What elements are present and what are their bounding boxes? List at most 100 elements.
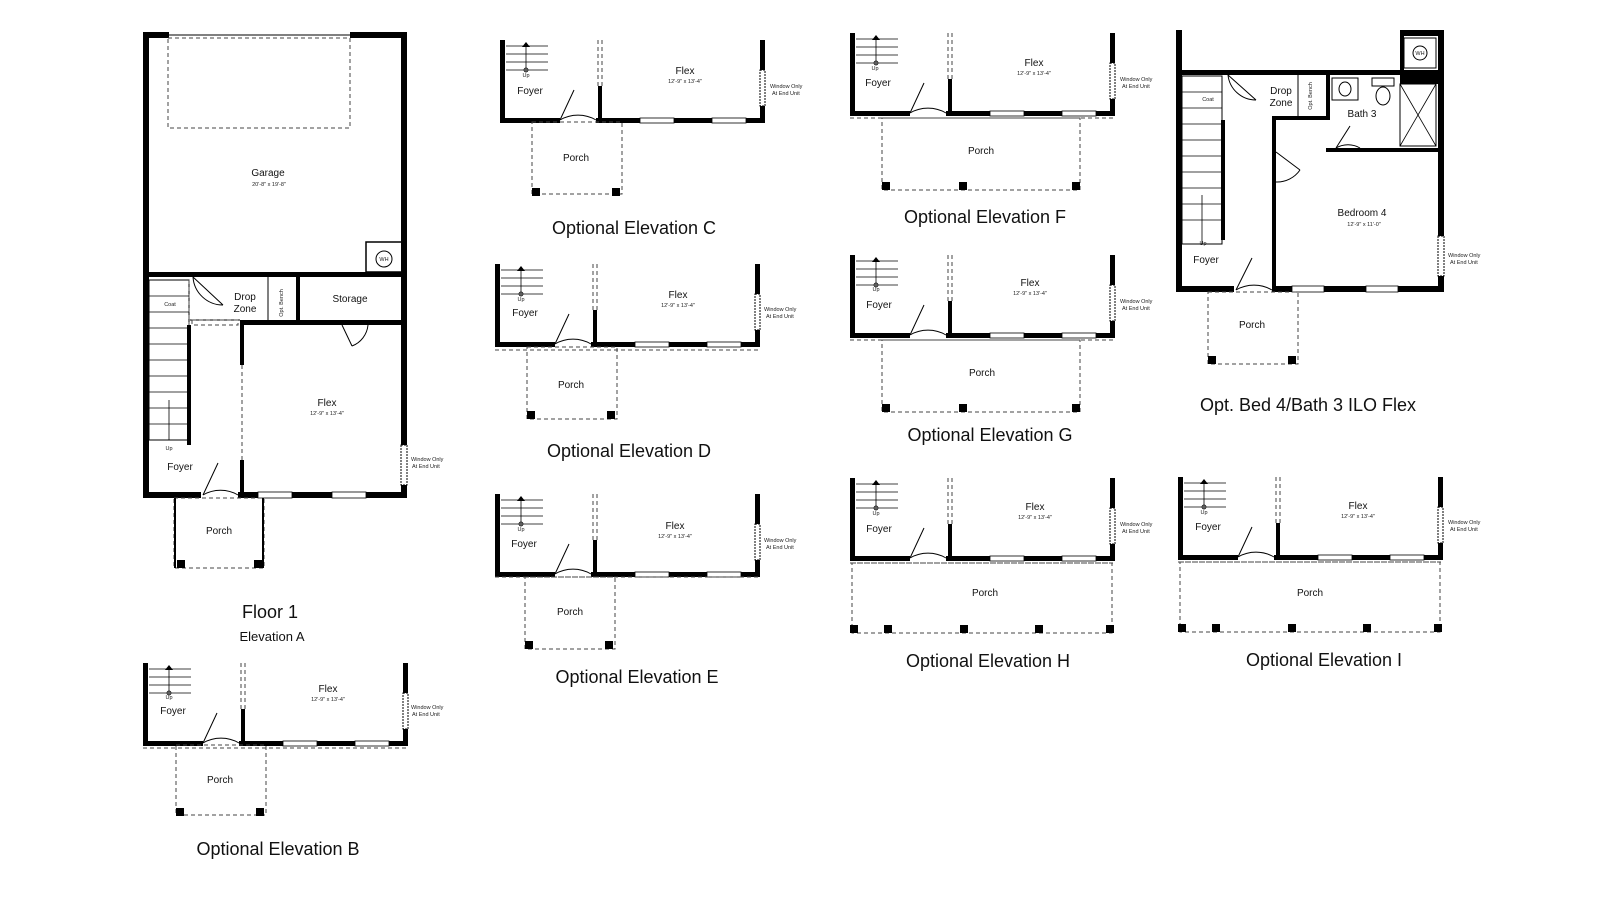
optbed-win2: At End Unit	[1450, 260, 1478, 266]
elev-e-porch: Porch	[557, 607, 583, 618]
window-note-2: At End Unit	[412, 464, 440, 470]
optbed-drop-zone-2: Zone	[1270, 98, 1293, 109]
elev-g-win1: Window Only	[1120, 299, 1153, 305]
opt-bench-label: Opt. Bench	[279, 289, 285, 317]
drop-zone-label-1: Drop	[234, 292, 256, 303]
elev-c-caption: Optional Elevation C	[552, 218, 716, 238]
elev-b-foyer: Foyer	[160, 706, 186, 717]
elev-f-win1: Window Only	[1120, 77, 1153, 83]
elev-i-flex: Flex	[1349, 501, 1368, 512]
garage-dimension: 20'-8" x 19'-8"	[252, 182, 286, 188]
elev-c-flex: Flex	[676, 66, 695, 77]
optbed-caption: Opt. Bed 4/Bath 3 ILO Flex	[1200, 395, 1416, 415]
elev-g-flex-dim: 12'-9" x 13'-4"	[1013, 291, 1047, 297]
elev-g-win2: At End Unit	[1122, 306, 1150, 312]
elev-i-win2: At End Unit	[1450, 527, 1478, 533]
optbed-porch: Porch	[1239, 320, 1265, 331]
elev-h-flex-dim: 12'-9" x 13'-4"	[1018, 515, 1052, 521]
elev-e-up: Up	[517, 527, 524, 533]
optbed-bedroom-label: Bedroom 4	[1338, 208, 1387, 219]
elev-b-up: Up	[165, 695, 172, 701]
window-note-1: Window Only	[411, 457, 444, 463]
elev-h-porch: Porch	[972, 588, 998, 599]
elev-f-flex: Flex	[1025, 58, 1044, 69]
elev-i-flex-dim: 12'-9" x 13'-4"	[1341, 514, 1375, 520]
elev-b-flex-dim: 12'-9" x 13'-4"	[311, 697, 345, 703]
water-heater-label: WH	[379, 257, 388, 263]
elev-c-up: Up	[522, 73, 529, 79]
elevation-d-plan	[494, 263, 761, 420]
elev-d-foyer: Foyer	[512, 308, 538, 319]
elev-d-up: Up	[517, 297, 524, 303]
flex-label: Flex	[318, 398, 337, 409]
elev-f-caption: Optional Elevation F	[904, 207, 1066, 227]
elev-f-porch: Porch	[968, 146, 994, 157]
elevation-c-plan	[499, 39, 766, 196]
elev-e-flex: Flex	[666, 521, 685, 532]
elev-i-foyer: Foyer	[1195, 522, 1221, 533]
elev-b-caption: Optional Elevation B	[196, 839, 359, 859]
opt-bed4-bath3-plan	[1176, 30, 1445, 365]
coat-label: Coat	[164, 302, 176, 308]
elev-i-win1: Window Only	[1448, 520, 1481, 526]
elev-g-up: Up	[872, 287, 879, 293]
floor1-subtitle: Elevation A	[239, 629, 304, 644]
optbed-bedroom-dim: 12'-9" x 11'-0"	[1347, 222, 1380, 228]
elev-b-porch: Porch	[207, 775, 233, 786]
elev-e-caption: Optional Elevation E	[555, 667, 718, 687]
elev-d-win2: At End Unit	[766, 314, 794, 320]
elev-f-up: Up	[871, 66, 878, 72]
stair-up-label: Up	[165, 446, 172, 452]
floor1-title: Floor 1	[242, 602, 298, 622]
optbed-opt-bench: Opt. Bench	[1308, 82, 1314, 110]
flex-dimension: 12'-9" x 13'-4"	[310, 411, 344, 417]
elev-h-up: Up	[872, 511, 879, 517]
porch-label: Porch	[206, 526, 232, 537]
elev-b-flex: Flex	[319, 684, 338, 695]
elevation-i-plan	[1177, 476, 1444, 633]
drop-zone-label-2: Zone	[234, 304, 257, 315]
elev-f-flex-dim: 12'-9" x 13'-4"	[1017, 71, 1051, 77]
storage-label: Storage	[332, 294, 367, 305]
elev-e-win1: Window Only	[764, 538, 797, 544]
elev-c-foyer: Foyer	[517, 86, 543, 97]
optbed-up: Up	[1199, 241, 1206, 247]
elev-c-win2: At End Unit	[772, 91, 800, 97]
foyer-label: Foyer	[167, 462, 193, 473]
elev-g-foyer: Foyer	[866, 300, 892, 311]
optbed-foyer: Foyer	[1193, 255, 1219, 266]
elev-d-caption: Optional Elevation D	[547, 441, 711, 461]
elevation-e-plan	[494, 493, 761, 650]
elev-b-win2: At End Unit	[412, 712, 440, 718]
elev-d-flex: Flex	[669, 290, 688, 301]
optbed-win1: Window Only	[1448, 253, 1481, 259]
floor1-plan	[143, 32, 408, 569]
elev-c-porch: Porch	[563, 153, 589, 164]
elevation-b-plan	[142, 662, 409, 816]
elev-f-win2: At End Unit	[1122, 84, 1150, 90]
elev-e-flex-dim: 12'-9" x 13'-4"	[658, 534, 692, 540]
elev-d-flex-dim: 12'-9" x 13'-4"	[661, 303, 695, 309]
elev-h-win2: At End Unit	[1122, 529, 1150, 535]
elev-i-porch: Porch	[1297, 588, 1323, 599]
elev-i-caption: Optional Elevation I	[1246, 650, 1402, 670]
elev-g-porch: Porch	[969, 368, 995, 379]
elev-d-porch: Porch	[558, 380, 584, 391]
elev-e-win2: At End Unit	[766, 545, 794, 551]
elev-h-flex: Flex	[1026, 502, 1045, 513]
garage-label: Garage	[251, 168, 285, 179]
elev-i-up: Up	[1200, 510, 1207, 516]
elev-g-flex: Flex	[1021, 278, 1040, 289]
optbed-coat: Coat	[1202, 97, 1214, 103]
elevation-h-plan	[849, 477, 1116, 634]
elev-d-win1: Window Only	[764, 307, 797, 313]
elevation-g-plan	[849, 254, 1116, 413]
optbed-drop-zone-1: Drop	[1270, 86, 1292, 97]
elev-c-flex-dim: 12'-9" x 13'-4"	[668, 79, 702, 85]
elev-e-foyer: Foyer	[511, 539, 537, 550]
optbed-wh: WH	[1415, 51, 1424, 57]
elev-b-win1: Window Only	[411, 705, 444, 711]
optbed-bath-label: Bath 3	[1348, 109, 1377, 120]
elev-h-foyer: Foyer	[866, 524, 892, 535]
